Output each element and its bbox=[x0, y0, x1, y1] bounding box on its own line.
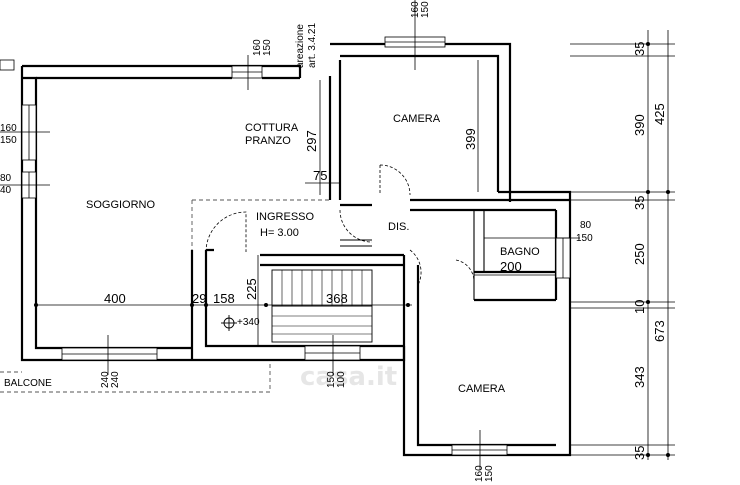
win-left-b: 150 bbox=[0, 135, 17, 146]
room-labels: SOGGIORNO COTTURA PRANZO CAMERA INGRESSO… bbox=[4, 113, 540, 395]
dim-297: 297 bbox=[304, 130, 319, 152]
dashed-lines bbox=[0, 164, 475, 393]
dim-right-250: 250 bbox=[632, 243, 647, 265]
win-left2-b: 40 bbox=[0, 185, 12, 196]
room-ingresso: INGRESSO bbox=[256, 211, 315, 223]
win-bagno-a: 80 bbox=[580, 220, 592, 231]
areazione-label: areazione bbox=[295, 24, 306, 68]
dimension-lines bbox=[0, 0, 675, 470]
watermark: casa.it bbox=[300, 362, 397, 392]
win-left-a: 160 bbox=[0, 123, 17, 134]
dim-400: 400 bbox=[104, 291, 126, 306]
dim-right-10: 10 bbox=[632, 300, 647, 314]
dim-right-390: 390 bbox=[632, 114, 647, 136]
room-camera-bottom: CAMERA bbox=[458, 383, 506, 395]
dim-368: 368 bbox=[326, 291, 348, 306]
dim-158: 158 bbox=[213, 291, 235, 306]
win-camera-top-a: 160 bbox=[410, 1, 421, 18]
win-cottura-a: 160 bbox=[252, 39, 263, 56]
win-bottom-right-b: 150 bbox=[484, 465, 495, 482]
dimension-labels: 400 29 158 368 225 297 399 75 200 +340 1… bbox=[0, 1, 667, 482]
dim-right-35a: 35 bbox=[632, 42, 647, 56]
room-soggiorno: SOGGIORNO bbox=[86, 199, 156, 211]
dim-225: 225 bbox=[244, 278, 259, 300]
dim-right-673: 673 bbox=[652, 320, 667, 342]
win-bottom-left-a: 240 bbox=[100, 371, 111, 388]
win-bottom-left-b: 240 bbox=[110, 371, 121, 388]
win-left2-a: 80 bbox=[0, 173, 12, 184]
room-bagno: BAGNO bbox=[500, 246, 540, 258]
win-bottom-mid-b: 100 bbox=[336, 371, 347, 388]
dim-right-425: 425 bbox=[652, 103, 667, 125]
dim-399: 399 bbox=[463, 128, 478, 150]
staircase bbox=[271, 269, 373, 343]
room-dis: DIS. bbox=[388, 221, 409, 233]
room-pranzo: PRANZO bbox=[245, 135, 291, 147]
dim-200: 200 bbox=[500, 259, 522, 274]
win-cottura-b: 150 bbox=[262, 39, 273, 56]
room-cottura: COTTURA bbox=[245, 122, 299, 134]
win-camera-top-b: 150 bbox=[420, 1, 431, 18]
areazione-article: art. 3.4.21 bbox=[307, 23, 318, 68]
ingresso-height: H= 3.00 bbox=[260, 227, 299, 239]
win-bottom-right-a: 160 bbox=[474, 465, 485, 482]
elevation-label: +340 bbox=[237, 317, 260, 328]
win-bottom-mid-a: 150 bbox=[326, 371, 337, 388]
dim-right-343: 343 bbox=[632, 366, 647, 388]
notes: areazione art. 3.4.21 bbox=[295, 23, 318, 68]
room-camera-top: CAMERA bbox=[393, 113, 441, 125]
dim-right-35c: 35 bbox=[632, 446, 647, 460]
dim-right-35b: 35 bbox=[632, 196, 647, 210]
win-bagno-b: 150 bbox=[576, 233, 593, 244]
dim-29: 29 bbox=[192, 291, 206, 306]
room-balcone: BALCONE bbox=[4, 378, 52, 389]
dim-75: 75 bbox=[313, 168, 327, 183]
